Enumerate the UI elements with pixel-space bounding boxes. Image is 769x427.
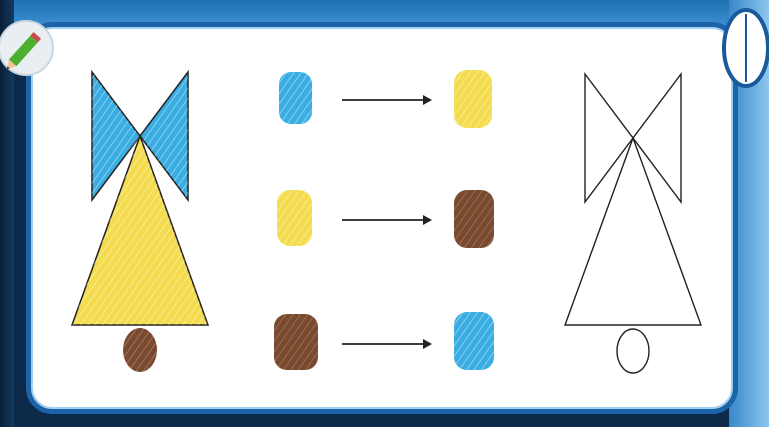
arrow-icon (423, 95, 432, 105)
outline-figure[interactable] (565, 74, 701, 373)
arrow-icon (423, 215, 432, 225)
mapping-row-1 (279, 70, 492, 128)
mapping-row-2 (277, 190, 494, 248)
outline-base-oval[interactable] (617, 329, 649, 373)
arrow-icon (423, 339, 432, 349)
colored-figure (72, 72, 208, 372)
pencil-tool-button[interactable] (0, 21, 53, 75)
color-mapping-legend (274, 70, 494, 370)
mapping-row-3 (274, 312, 494, 370)
circle-toggle-button[interactable] (724, 10, 768, 86)
